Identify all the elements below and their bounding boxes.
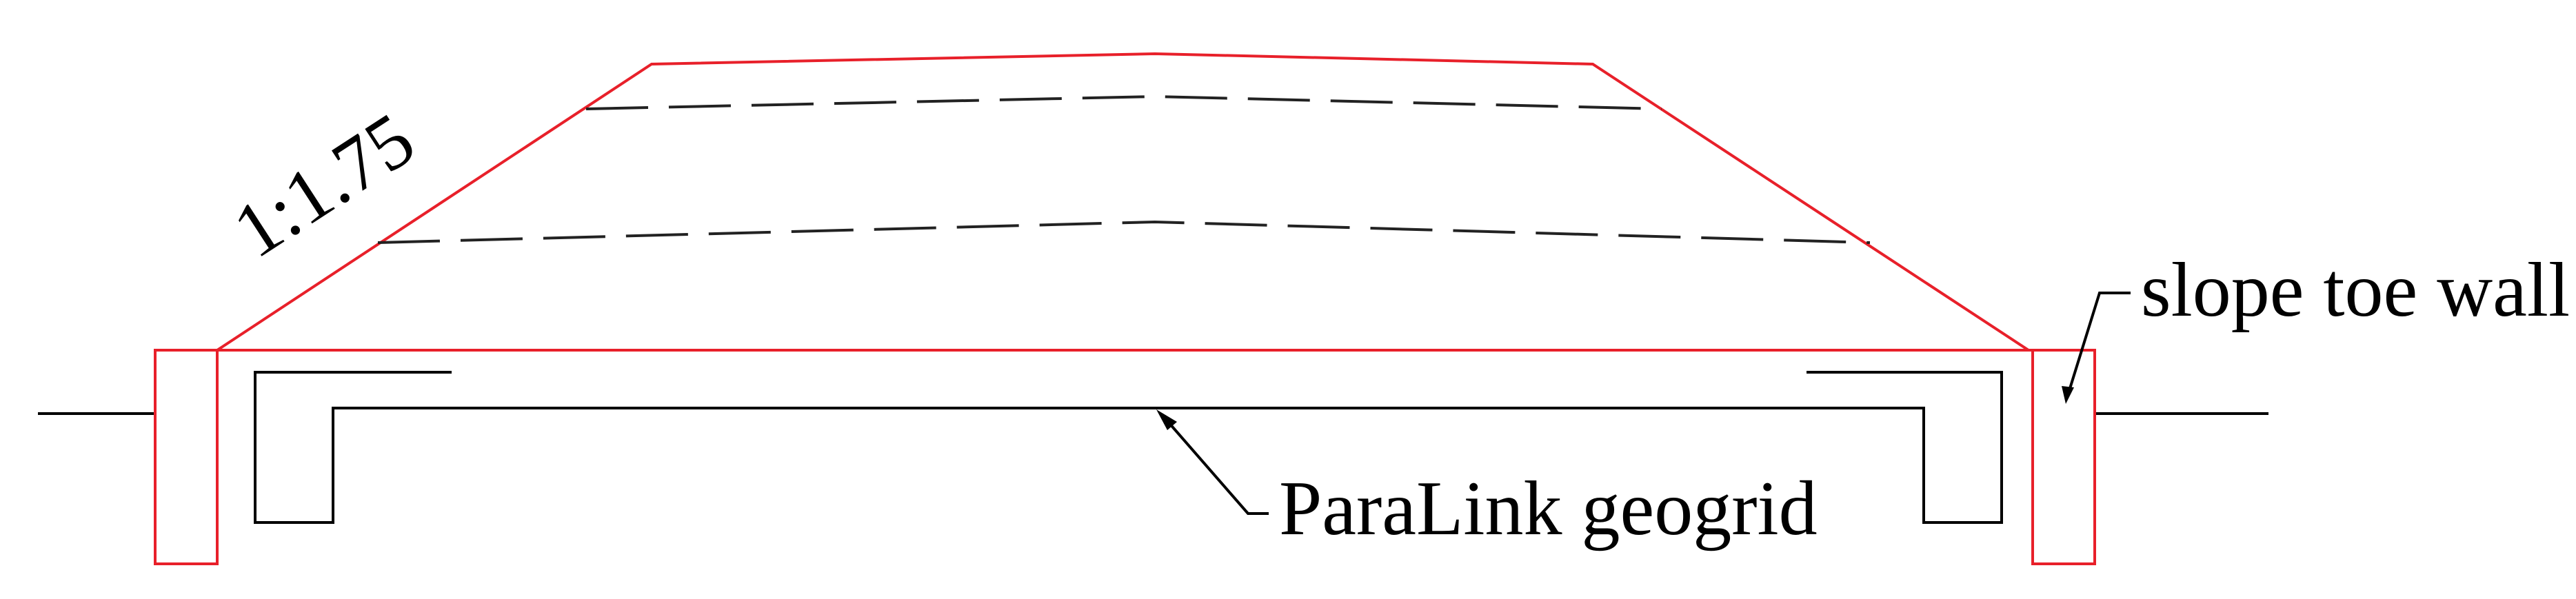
toe-wall-leader-line [2067, 292, 2131, 394]
slope-ratio-label: 1:1.75 [219, 97, 429, 274]
geogrid-leader-line [1163, 416, 1269, 515]
embankment-outline [216, 52, 2030, 352]
geogrid-label: ParaLink geogrid [1279, 466, 1818, 551]
slope-toe-wall-left [154, 349, 219, 565]
geogrid-outline [254, 371, 2003, 524]
slope-toe-wall-label: slope toe wall [2141, 247, 2570, 333]
dashed-layer-upper [585, 94, 1662, 110]
slope-toe-wall-right [2031, 349, 2096, 565]
toe-wall-leader-arrowhead [2062, 386, 2074, 404]
geogrid-leader-arrowhead [1156, 409, 1177, 430]
dashed-layer-lower [377, 220, 1871, 244]
